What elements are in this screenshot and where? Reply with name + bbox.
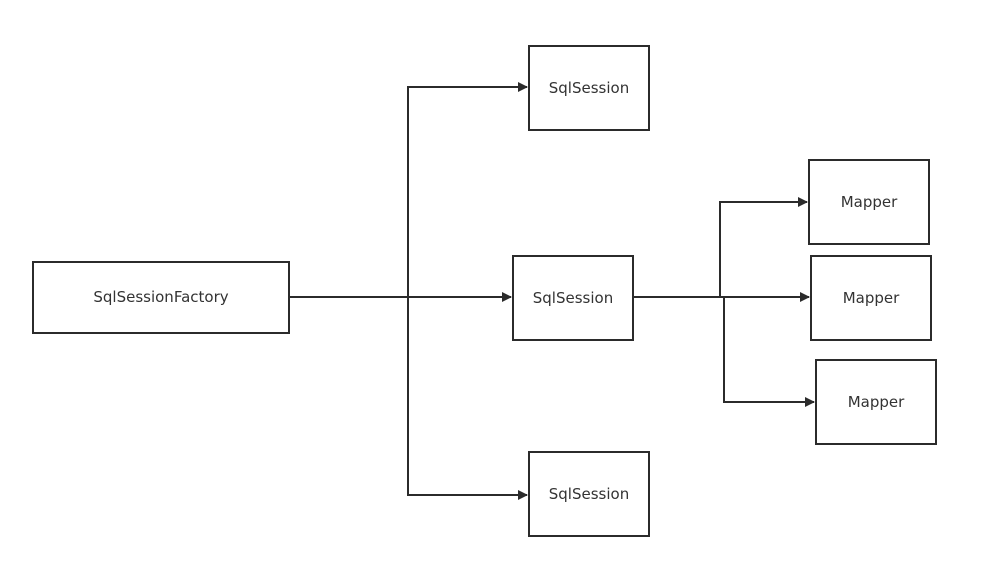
connector-session-to-mapper-3 (633, 296, 815, 407)
connector-session-to-mapper-1 (633, 197, 808, 298)
sqlsession-node-bottom[interactable]: SqlSession (528, 451, 650, 537)
mapper-node-2[interactable]: Mapper (810, 255, 932, 341)
connector-factory-to-session-bottom (289, 296, 528, 500)
mapper-node-3[interactable]: Mapper (815, 359, 937, 445)
sqlsessionfactory-node[interactable]: SqlSessionFactory (32, 261, 290, 334)
sqlsession-node-middle[interactable]: SqlSession (512, 255, 634, 341)
connector-factory-to-session-top (289, 82, 528, 298)
mapper-node-1[interactable]: Mapper (808, 159, 930, 245)
sqlsession-node-top[interactable]: SqlSession (528, 45, 650, 131)
